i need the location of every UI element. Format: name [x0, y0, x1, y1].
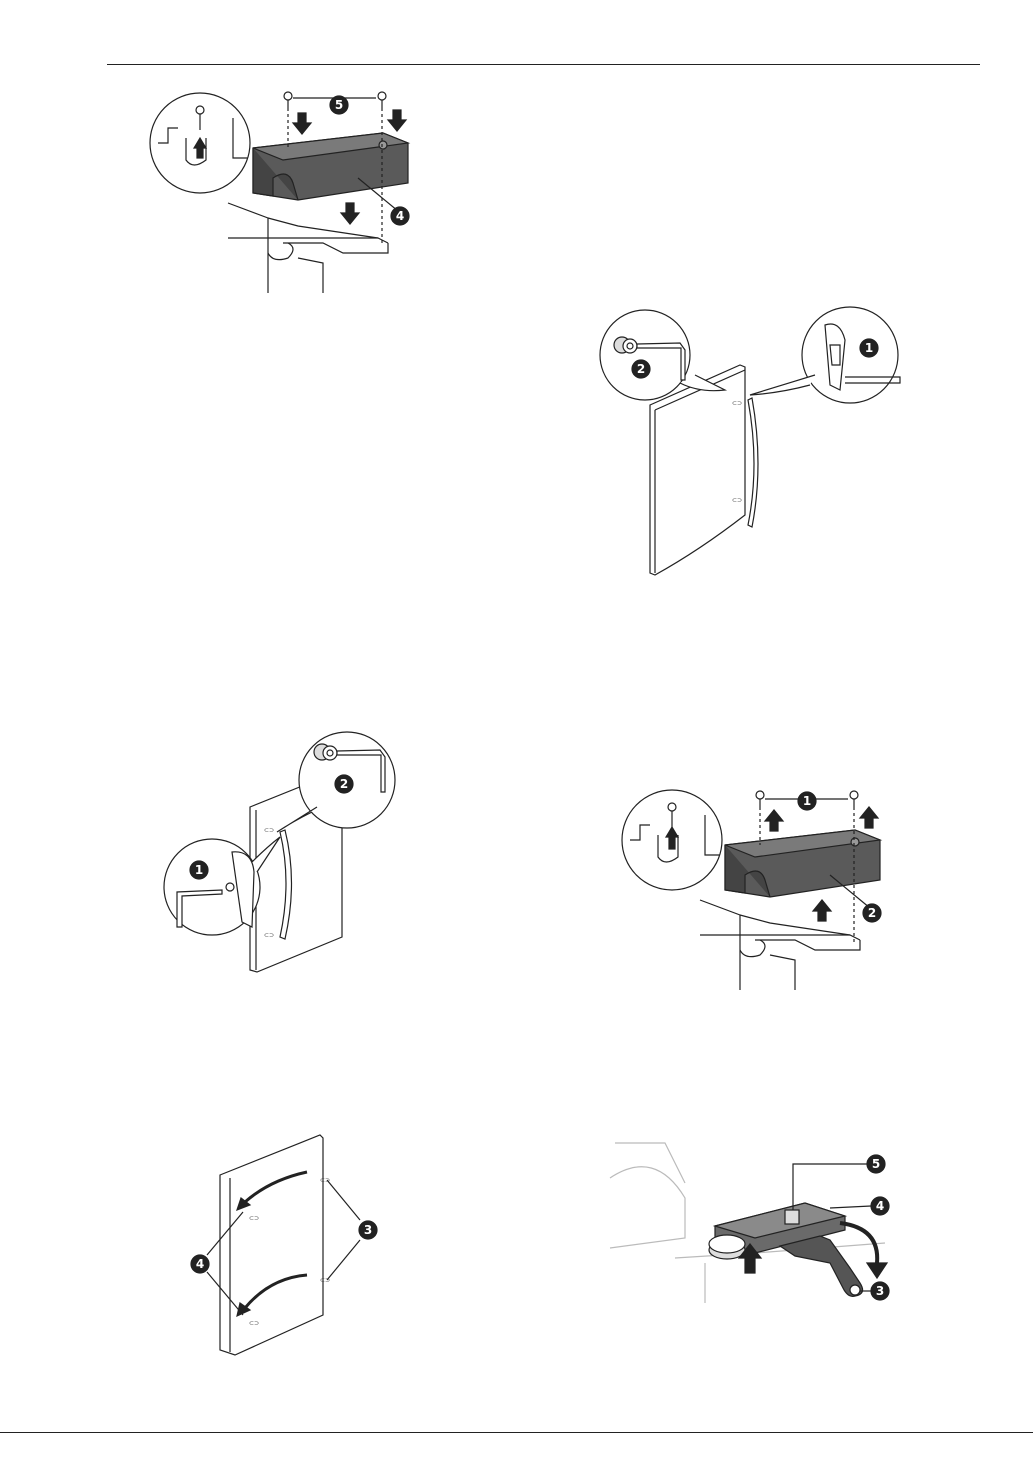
svg-text:4: 4 — [876, 1199, 884, 1213]
callout-5: 5 — [867, 1155, 885, 1173]
svg-text:⊂⊃: ⊂⊃ — [732, 400, 742, 407]
svg-text:1: 1 — [803, 794, 811, 808]
zoom-inset-circle — [622, 790, 722, 890]
screw-left — [756, 791, 764, 845]
callout-4: 4 — [191, 1255, 209, 1273]
figure-hinge-bracket-rotation: 5 4 3 — [605, 1138, 900, 1313]
svg-text:2: 2 — [340, 777, 348, 791]
callout-2: 2 — [863, 904, 881, 922]
callout-1: 1 — [860, 339, 878, 357]
arrow-down-icon — [341, 203, 359, 224]
arrow-down-icon — [293, 113, 311, 134]
footer-rule — [0, 1432, 1033, 1433]
svg-text:⊂⊃: ⊂⊃ — [732, 497, 742, 504]
arrow-up-icon — [765, 810, 783, 831]
figure-door-handle-install: ⊂⊃ ⊂⊃ 2 1 — [162, 722, 407, 977]
svg-text:2: 2 — [868, 906, 876, 920]
svg-text:⊂⊃: ⊂⊃ — [249, 1320, 259, 1327]
svg-text:5: 5 — [872, 1157, 880, 1171]
arrow-down-icon — [388, 110, 406, 131]
callout-4: 4 — [871, 1197, 889, 1215]
zoom-inset-left — [600, 310, 725, 400]
hinge-cover — [253, 133, 408, 200]
svg-text:4: 4 — [196, 1257, 204, 1271]
callout-1: 1 — [190, 861, 208, 879]
callout-5: 5 — [330, 96, 348, 114]
figure-hinge-cover-install: 5 4 — [148, 88, 428, 298]
zoom-inset-circle — [150, 93, 250, 193]
figure-door-reversal-arrows: ⊂⊃ ⊂⊃ ⊂⊃ ⊂⊃ 3 4 — [185, 1130, 395, 1360]
arrow-up-icon — [860, 807, 878, 828]
figure-door-handle-removal: ⊂⊃ ⊂⊃ 2 1 — [600, 305, 900, 580]
callout-2: 2 — [335, 775, 353, 793]
svg-text:⊂⊃: ⊂⊃ — [249, 1215, 259, 1222]
figure-hinge-cover-removal: 1 2 — [620, 785, 900, 995]
hinge-pin — [709, 1235, 745, 1259]
hinge-cover — [725, 830, 880, 897]
callout-3: 3 — [871, 1282, 889, 1300]
svg-text:⊂⊃: ⊂⊃ — [264, 827, 274, 834]
hinge-bracket — [780, 1236, 863, 1296]
svg-text:1: 1 — [865, 341, 873, 355]
svg-text:5: 5 — [335, 98, 343, 112]
door-handle — [748, 398, 758, 527]
svg-text:2: 2 — [637, 362, 645, 376]
arrow-up-icon — [813, 900, 831, 921]
svg-text:4: 4 — [396, 209, 404, 223]
svg-text:⊂⊃: ⊂⊃ — [320, 1177, 330, 1184]
door-panel — [220, 1135, 323, 1355]
callout-3: 3 — [359, 1221, 377, 1239]
callout-2: 2 — [632, 360, 650, 378]
callout-4: 4 — [391, 207, 409, 225]
door-panel — [650, 365, 745, 575]
callout-1: 1 — [798, 792, 816, 810]
svg-text:3: 3 — [364, 1223, 372, 1237]
svg-text:⊂⊃: ⊂⊃ — [264, 932, 274, 939]
header-rule — [107, 64, 980, 65]
svg-text:1: 1 — [195, 863, 203, 877]
screw-left — [284, 92, 292, 148]
zoom-inset-right — [750, 307, 900, 403]
svg-text:3: 3 — [876, 1284, 884, 1298]
